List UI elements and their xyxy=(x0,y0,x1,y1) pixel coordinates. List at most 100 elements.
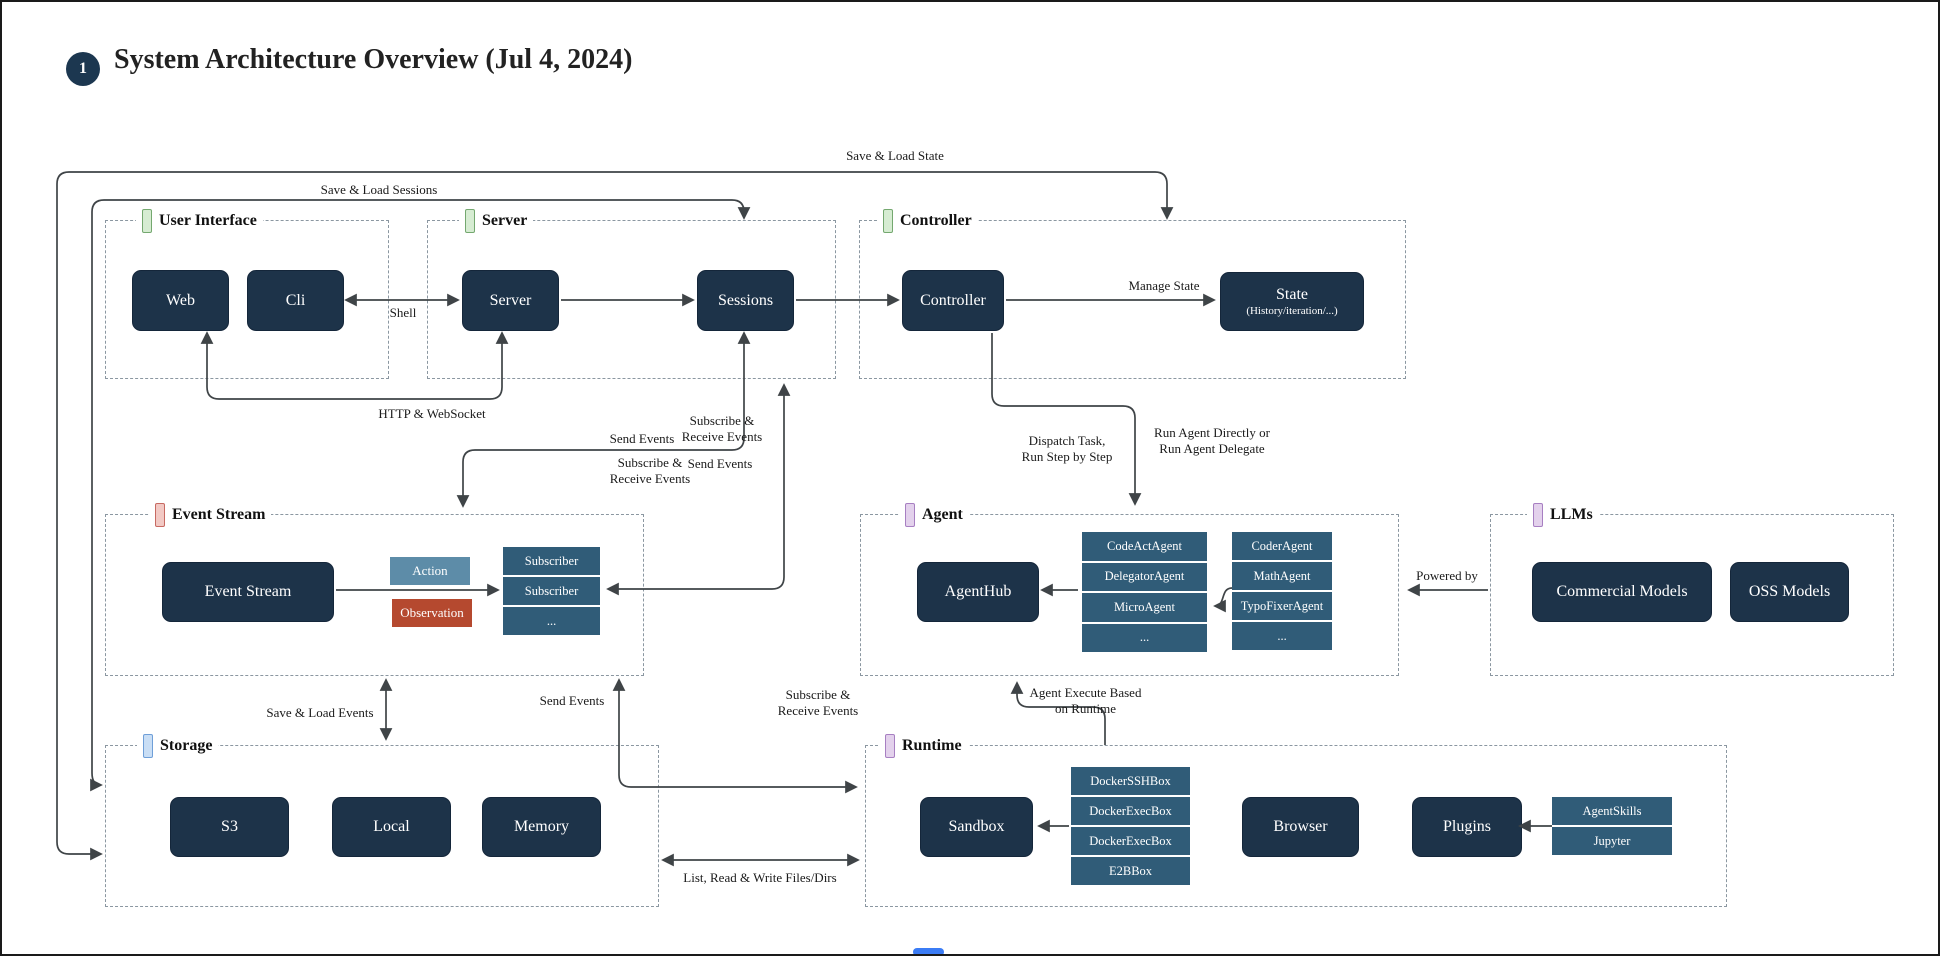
purple-bar-icon xyxy=(1533,503,1543,527)
green-bar-icon xyxy=(142,209,152,233)
node-label: State xyxy=(1276,286,1308,303)
purple-bar-icon xyxy=(905,503,915,527)
node-observation: Observation xyxy=(392,599,472,627)
green-bar-icon xyxy=(465,209,475,233)
edge-label-send-events-right: Send Events xyxy=(687,456,753,471)
agent-stack-2: CoderAgent MathAgent TypoFixerAgent ... xyxy=(1232,532,1332,650)
edge-label-list-read-write: List, Read & Write Files/Dirs xyxy=(683,870,837,885)
plugin-row: Jupyter xyxy=(1552,827,1672,855)
node-label: Plugins xyxy=(1442,818,1491,835)
node-sandbox: Sandbox xyxy=(920,797,1033,857)
edge-label-dispatch-task: Dispatch Task, Run Step by Step xyxy=(1021,433,1113,464)
section-header-llms: LLMs xyxy=(1527,503,1599,527)
section-header-event-stream: Event Stream xyxy=(149,503,272,527)
node-label: Controller xyxy=(920,291,986,309)
subscriber-row: ... xyxy=(503,607,600,635)
node-agenthub: AgentHub xyxy=(917,562,1039,622)
node-label: Observation xyxy=(400,605,464,620)
plugins-stack: AgentSkills Jupyter xyxy=(1552,797,1672,855)
section-header-server: Server xyxy=(459,209,534,233)
row-label: CoderAgent xyxy=(1251,538,1313,553)
node-label: AgentHub xyxy=(944,583,1012,600)
agent-row: MicroAgent xyxy=(1082,593,1207,622)
agent-row: CoderAgent xyxy=(1232,532,1332,560)
node-web: Web xyxy=(132,270,229,331)
edge-label-save-load-state: Save & Load State xyxy=(846,148,944,163)
node-label: Memory xyxy=(513,818,570,835)
edge-label-save-load-events: Save & Load Events xyxy=(266,705,374,720)
section-label: Controller xyxy=(900,212,972,229)
node-label: Sandbox xyxy=(948,818,1005,835)
edge-label-subscribe-receive-bottom: Subscribe & Receive Events xyxy=(777,687,859,718)
section-label: Server xyxy=(482,212,528,229)
sandbox-row: DockerSSHBox xyxy=(1071,767,1190,795)
node-local: Local xyxy=(332,797,451,857)
node-label: Local xyxy=(373,818,410,835)
row-label: AgentSkills xyxy=(1582,803,1642,818)
node-action: Action xyxy=(390,557,470,585)
agent-row: MathAgent xyxy=(1232,562,1332,590)
green-bar-icon xyxy=(883,209,893,233)
node-memory: Memory xyxy=(482,797,601,857)
red-bar-icon xyxy=(155,503,165,527)
row-label: CodeActAgent xyxy=(1107,538,1182,553)
step-number-badge: 1 xyxy=(66,52,100,86)
agent-row: ... xyxy=(1232,622,1332,650)
node-label: Web xyxy=(166,291,195,309)
subscriber-row: Subscriber xyxy=(503,547,600,575)
section-header-storage: Storage xyxy=(137,734,219,758)
row-label: ... xyxy=(546,613,557,628)
node-label: Server xyxy=(489,291,532,309)
node-oss-models: OSS Models xyxy=(1730,562,1849,622)
node-label: OSS Models xyxy=(1748,583,1831,600)
section-header-user-interface: User Interface xyxy=(136,209,263,233)
sandbox-row: DockerExecBox xyxy=(1071,797,1190,825)
node-label: Sessions xyxy=(717,291,774,309)
node-event-stream: Event Stream xyxy=(162,562,334,622)
row-label: E2BBox xyxy=(1108,863,1153,878)
section-header-runtime: Runtime xyxy=(879,734,968,758)
agent-stack-1: CodeActAgent DelegatorAgent MicroAgent .… xyxy=(1082,532,1207,652)
edge-label-powered-by: Powered by xyxy=(1416,568,1478,583)
row-label: MicroAgent xyxy=(1113,599,1176,614)
edge-label-shell: Shell xyxy=(389,305,417,320)
node-sublabel: (History/iteration/...) xyxy=(1246,305,1338,317)
section-label: Event Stream xyxy=(172,506,266,523)
edge-label-http-websocket: HTTP & WebSocket xyxy=(378,406,486,421)
section-llms xyxy=(1490,514,1894,676)
section-label: Agent xyxy=(922,506,963,523)
node-server: Server xyxy=(462,270,559,331)
node-label: Commercial Models xyxy=(1556,583,1688,600)
row-label: DockerExecBox xyxy=(1089,833,1172,848)
agent-row: ... xyxy=(1082,623,1207,652)
edge-label-agent-execute: Agent Execute Based on Runtime xyxy=(1029,685,1142,716)
node-controller: Controller xyxy=(902,270,1004,331)
node-plugins: Plugins xyxy=(1412,797,1522,857)
node-cli: Cli xyxy=(247,270,344,331)
row-label: TypoFixerAgent xyxy=(1240,598,1324,613)
row-label: Subscriber xyxy=(524,583,579,598)
row-label: DockerSSHBox xyxy=(1090,773,1171,788)
node-s3: S3 xyxy=(170,797,289,857)
agent-row: TypoFixerAgent xyxy=(1232,592,1332,620)
row-label: DockerExecBox xyxy=(1089,803,1172,818)
blue-bar-icon xyxy=(143,734,153,758)
bottom-scrollbar-fragment[interactable] xyxy=(913,948,944,954)
page-title: System Architecture Overview (Jul 4, 202… xyxy=(114,44,633,75)
edge-label-subscribe-receive-right: Subscribe & Receive Events xyxy=(681,413,763,444)
edge-label-manage-state: Manage State xyxy=(1128,278,1200,293)
node-sessions: Sessions xyxy=(697,270,794,331)
node-commercial-models: Commercial Models xyxy=(1532,562,1712,622)
plugin-row: AgentSkills xyxy=(1552,797,1672,825)
row-label: DelegatorAgent xyxy=(1104,569,1185,584)
section-label: LLMs xyxy=(1550,506,1593,523)
row-label: ... xyxy=(1277,628,1287,643)
section-header-agent: Agent xyxy=(899,503,969,527)
node-label: Browser xyxy=(1273,818,1328,835)
edge-label-send-events-bottom: Send Events xyxy=(539,693,605,708)
node-state: State (History/iteration/...) xyxy=(1220,272,1364,331)
node-browser: Browser xyxy=(1242,797,1359,857)
agent-row: CodeActAgent xyxy=(1082,532,1207,561)
subscriber-stack: Subscriber Subscriber ... xyxy=(503,547,600,635)
